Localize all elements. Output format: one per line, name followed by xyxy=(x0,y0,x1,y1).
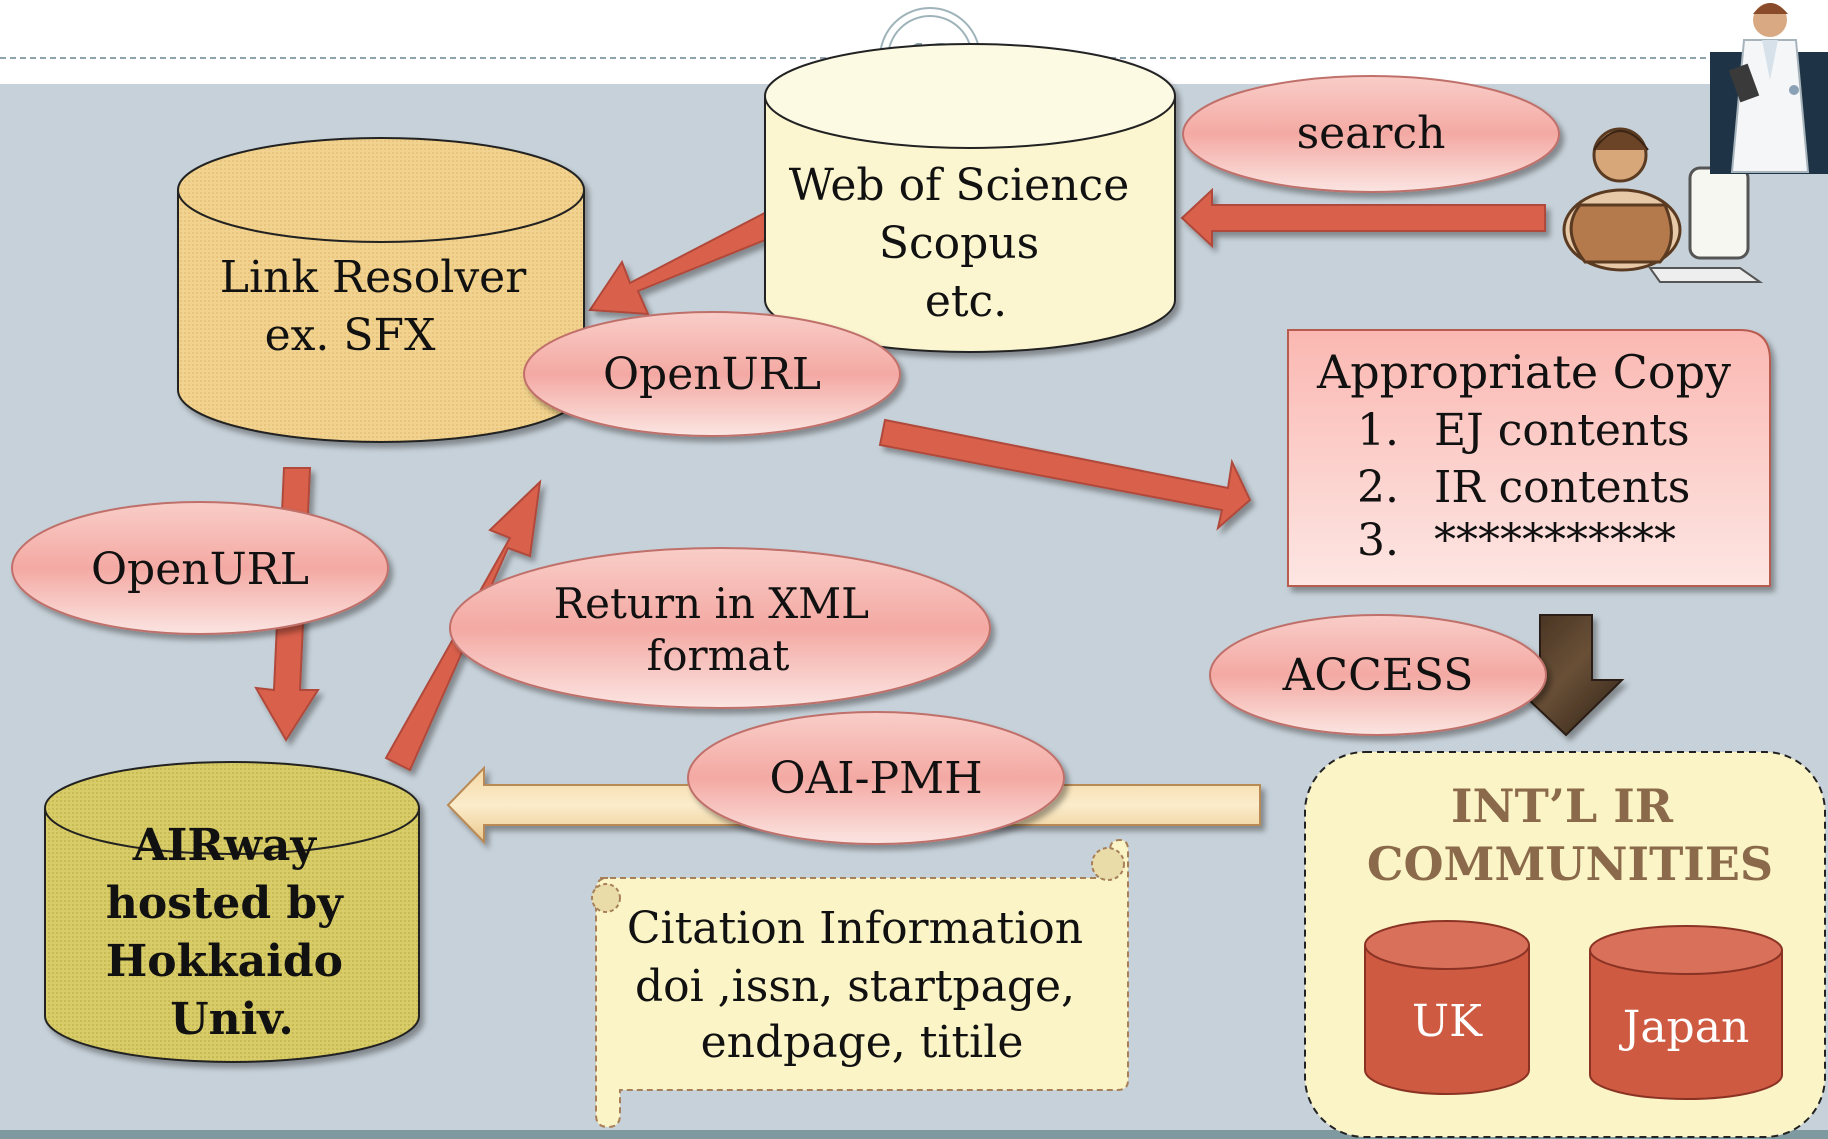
citation-scroll xyxy=(591,838,1129,1129)
copy-item-number: 1. xyxy=(1357,405,1399,456)
appropriate-copy-list: 1. EJ contents 2. IR contents 3. *******… xyxy=(1357,405,1690,566)
copy-item-text: *********** xyxy=(1434,515,1676,566)
openurl-top-label: OpenURL xyxy=(603,349,821,400)
link-resolver-label: Link Resolver ex. SFX xyxy=(220,252,541,361)
openurl-left-label: OpenURL xyxy=(91,544,309,595)
access-label: ACCESS xyxy=(1282,650,1474,701)
access-bubble xyxy=(1209,614,1547,736)
wos-label: Web of Science Scopus etc. xyxy=(789,160,1144,327)
airway-label: AIRway hosted by Hokkaido Univ. xyxy=(106,820,359,1045)
japan-label: Japan xyxy=(1619,1002,1750,1053)
uk-database: UK xyxy=(1364,920,1530,1095)
search-bubble xyxy=(1182,75,1560,193)
japan-database: Japan xyxy=(1589,925,1783,1100)
copy-item-number: 3. xyxy=(1357,515,1399,566)
copy-item-text: IR contents xyxy=(1434,462,1690,513)
copy-item-number: 2. xyxy=(1357,462,1399,513)
search-label: search xyxy=(1297,108,1446,159)
airway-database xyxy=(44,761,420,1063)
uk-label: UK xyxy=(1412,996,1483,1047)
communities-title: INT’L IR COMMUNITIES xyxy=(1367,779,1773,891)
computer-user-icon xyxy=(1562,127,1764,283)
appropriate-copy-title: Appropriate Copy xyxy=(1316,345,1731,399)
link-resolver-database xyxy=(177,137,585,443)
appropriate-copy-box xyxy=(1287,329,1771,587)
return-xml-label: Return in XML format xyxy=(554,579,883,680)
oai-pmh-bubble xyxy=(687,711,1065,845)
wos-database xyxy=(764,43,1176,353)
resolver-to-copy-arrow xyxy=(878,418,1252,531)
footer-bar xyxy=(0,1130,1828,1139)
return-xml-bubble xyxy=(449,547,991,709)
copy-item-text: EJ contents xyxy=(1434,405,1690,456)
citation-text: Citation Information doi ,issn, startpag… xyxy=(627,903,1097,1068)
search-arrow xyxy=(1180,187,1546,249)
openurl-top-bubble xyxy=(523,311,901,437)
oai-pmh-label: OAI-PMH xyxy=(769,753,982,804)
openurl-left-bubble xyxy=(11,501,389,635)
doctor-figure-icon xyxy=(1710,3,1828,174)
